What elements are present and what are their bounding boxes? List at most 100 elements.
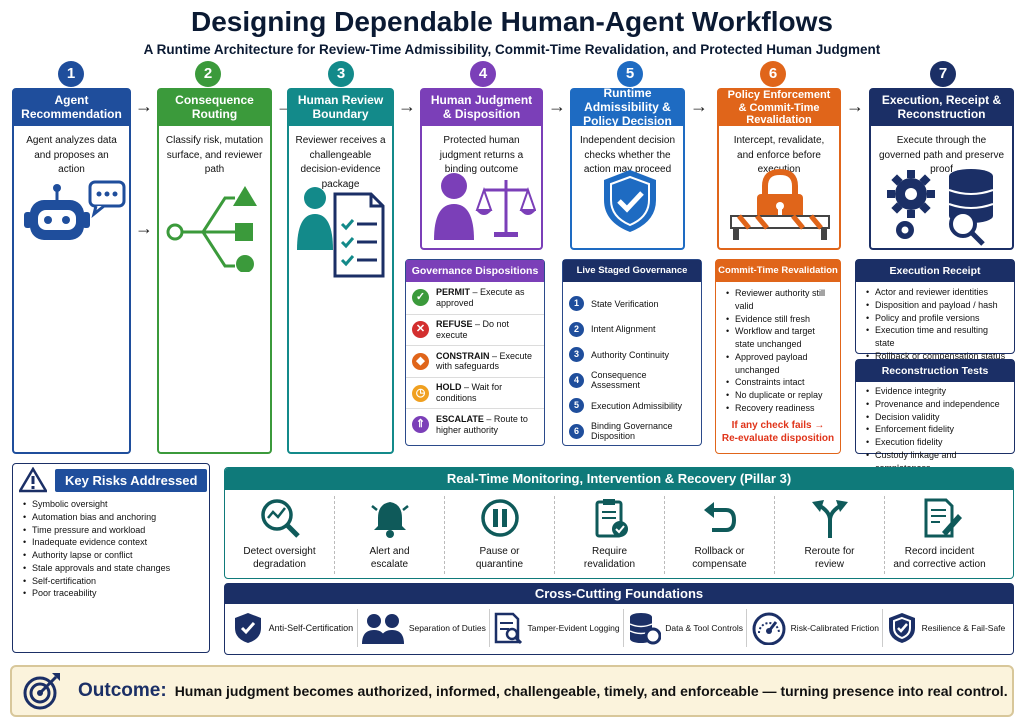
log-search-icon: [495, 612, 523, 645]
revalidation-item: Approved payload unchanged: [726, 351, 832, 377]
monitor-label: review: [815, 559, 844, 570]
disposition-hold: ◷HOLD – Wait for conditions: [406, 376, 544, 409]
routing-tree-icon: [166, 186, 257, 272]
step-number-4: 4: [470, 61, 496, 87]
step-title: Agent Recommendation: [14, 90, 129, 126]
risk-item: Symbolic oversight: [23, 498, 201, 511]
clock-icon: ◷: [412, 384, 429, 402]
disposition-text: – Execute with safeguards: [436, 350, 533, 372]
revalidation-item: Recovery readiness: [726, 402, 832, 415]
risk-item: Inadequate evidence context: [23, 536, 201, 549]
document-pen-icon: [924, 498, 962, 538]
step-description: Classify risk, mutation surface, and rev…: [165, 135, 264, 175]
chain-text: Consequence Assessment: [591, 370, 647, 391]
risk-item: Poor traceability: [23, 587, 201, 600]
reconstruction-item: Enforcement fidelity: [866, 423, 1006, 436]
x-icon: ✕: [412, 321, 429, 339]
reconstruction-item: Evidence integrity: [866, 385, 1006, 398]
risk-item: Authority lapse or conflict: [23, 549, 201, 562]
foundation-resilience-fail-safe: Resilience & Fail-Safe: [887, 611, 1006, 645]
panel-title: Commit-Time Revalidation: [716, 260, 840, 282]
disposition-key: HOLD: [436, 382, 462, 393]
panel-title: Real-Time Monitoring, Intervention & Rec…: [225, 468, 1013, 490]
chain-item: 6 Binding Governance Disposition: [563, 419, 701, 445]
risk-item: Self-certification: [23, 575, 201, 588]
foundation-label: Separation of Duties: [408, 623, 486, 633]
chain-number: 4: [569, 372, 584, 388]
chain-number: 1: [569, 296, 584, 312]
step-title: Human Judgment & Disposition: [422, 90, 541, 126]
arrow-right-icon: →: [135, 96, 153, 116]
monitor-label: revalidation: [583, 559, 636, 570]
disposition-key: CONSTRAIN: [436, 350, 490, 361]
receipt-item: Actor and reviewer identities: [866, 286, 1006, 299]
chain-text: Authority Continuity: [591, 349, 670, 360]
step-card-policy-enforcement: Policy Enforcement & Commit-Time Revalid…: [717, 88, 841, 250]
foundation-label: Data & Tool Controls: [665, 623, 744, 633]
revalidation-item: No duplicate or replay: [726, 389, 832, 402]
panel-title: Execution Receipt: [856, 260, 1014, 282]
chain-number: 3: [569, 347, 584, 363]
disposition-text: – Do not execute: [436, 319, 510, 340]
receipt-item: Disposition and payload / hash: [866, 299, 1006, 312]
foundation-separation-of-duties: Separation of Duties: [361, 612, 486, 644]
revalidation-warning: Re-evaluate disposition: [721, 432, 835, 444]
step-description: Protected human judgment returns a bindi…: [439, 135, 524, 175]
foundation-data-tool-controls: Data & Tool Controls: [627, 611, 743, 645]
chain-item: 3 Authority Continuity: [563, 342, 701, 368]
disposition-escalate: ⇑ESCALATE – Route to higher authority: [406, 408, 544, 440]
escalate-icon: ⇑: [412, 416, 429, 434]
commit-revalidation-panel: Commit-Time Revalidation Reviewer author…: [715, 259, 841, 454]
disposition-text: – Route to higher authority: [436, 413, 528, 435]
step-title: Consequence Routing: [159, 90, 270, 126]
step-number-1: 1: [58, 61, 84, 87]
monitoring-panel: Real-Time Monitoring, Intervention & Rec…: [224, 467, 1014, 579]
step-description: Execute through the governed path and pr…: [878, 135, 1005, 175]
outcome-label: Outcome:: [78, 680, 167, 701]
revalidation-item: Evidence still fresh: [726, 313, 832, 326]
chain-text: Binding Governance Disposition: [591, 421, 673, 442]
chain-number: 6: [569, 423, 584, 439]
monitor-label: degradation: [253, 559, 306, 570]
disposition-constrain: ◆CONSTRAIN – Execute with safeguards: [406, 345, 544, 377]
monitor-label: and corrective action: [893, 559, 986, 570]
monitor-label: escalate: [370, 559, 409, 570]
revalidation-item: Reviewer authority still valid: [726, 287, 832, 313]
panel-title: Live Staged Governance Chain: [563, 260, 701, 298]
disposition-key: REFUSE: [436, 319, 473, 330]
database-gear-icon: [629, 613, 662, 645]
bell-icon: [370, 502, 409, 538]
step-description: Reviewer receives a challengeable decisi…: [295, 135, 386, 190]
warning-icon: [19, 467, 47, 493]
chain-item: 4 Consequence Assessment: [563, 368, 701, 394]
people-icon: [361, 614, 404, 644]
lock-barrier-icon: [730, 168, 830, 240]
panel-title: Reconstruction Tests: [856, 360, 1014, 382]
monitor-label: compensate: [692, 559, 747, 570]
robot-chat-icon: [24, 180, 126, 240]
execution-receipt-panel: Execution Receipt Actor and reviewer ide…: [855, 259, 1015, 362]
panel-title: Cross-Cutting Foundations: [225, 584, 1013, 604]
revalidation-item: Workflow and target state unchanged: [726, 325, 832, 351]
risk-item: Stale approvals and state changes: [23, 562, 201, 575]
foundation-tamper-evident-logging: Tamper-Evident Logging: [493, 611, 620, 645]
check-icon: ✓: [412, 289, 429, 307]
key-risks-panel: Key Risks Addressed Symbolic oversight A…: [12, 463, 210, 653]
foundation-label: Resilience & Fail-Safe: [921, 623, 1006, 633]
risk-item: Automation bias and anchoring: [23, 511, 201, 524]
arrow-right-icon: →: [398, 96, 416, 116]
shield-icon: [888, 613, 915, 643]
reconstruction-item: Provenance and independence: [866, 398, 1006, 411]
risk-item: Time pressure and workload: [23, 524, 201, 537]
monitor-label: Alert and: [369, 545, 410, 557]
page-subtitle: A Runtime Architecture for Review-Time A…: [143, 42, 881, 57]
reconstruction-item: Decision validity: [866, 411, 1006, 424]
step-description: Independent decision checks whether the …: [579, 135, 676, 175]
